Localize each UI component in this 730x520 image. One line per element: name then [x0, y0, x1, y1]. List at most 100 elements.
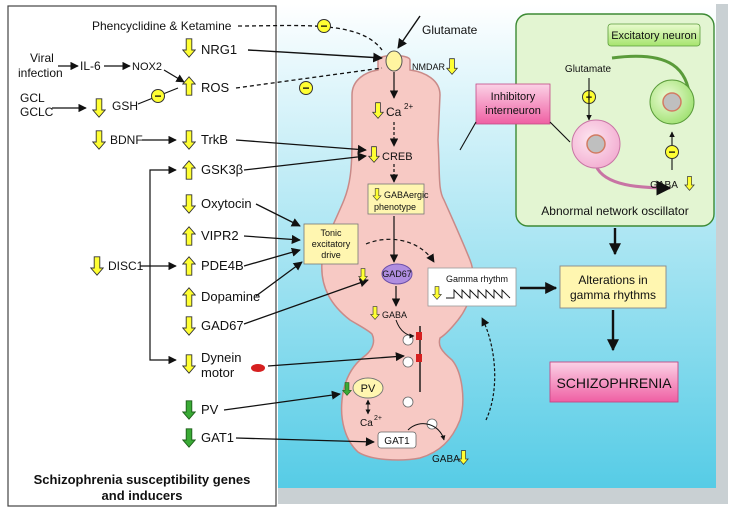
- tonic-drive-box: [303, 223, 359, 265]
- ca-label: Ca: [386, 105, 402, 119]
- inhibitory-label-2: interneuron: [485, 105, 541, 117]
- gene-ros: ROS: [201, 80, 230, 95]
- right-shadow: [716, 4, 728, 504]
- network-glutamate-label: Glutamate: [565, 64, 612, 75]
- arrow-gaba-reuptake: [407, 423, 446, 441]
- dynein-motor-icon: [251, 364, 265, 372]
- gene-gad67: GAD67: [201, 318, 244, 333]
- ca2-label: Ca: [360, 418, 373, 429]
- inhibitory-nucleus: [586, 134, 606, 154]
- gene-dopamine: Dopamine: [201, 289, 260, 304]
- viral-label-2: infection: [18, 66, 63, 80]
- il6-label: IL-6: [80, 59, 101, 73]
- gad67-enzyme-label: GAD67: [382, 269, 412, 279]
- arrow-gsk3b-creb: [243, 152, 367, 171]
- receptor-1: [416, 332, 422, 340]
- nmdar-receptor: [385, 50, 403, 72]
- arrow-gad67-neuron: [243, 278, 369, 325]
- inhibitory-interneuron-box: [475, 83, 551, 125]
- excitatory-neuron-label: Excitatory neuron: [611, 30, 697, 42]
- gcl-label: GCL: [20, 91, 45, 105]
- arrow-drive-gamma: [365, 238, 435, 263]
- gamma-waveform: [446, 288, 511, 300]
- pv-protein-label: PV: [361, 383, 376, 395]
- glutamate-label: Glutamate: [422, 23, 478, 37]
- schizophrenia-label: SCHIZOPHRENIA: [556, 375, 672, 391]
- ca2-superscript: 2+: [374, 415, 382, 422]
- gat1-transporter-label: GAT1: [384, 436, 410, 447]
- creb-label: CREB: [382, 151, 413, 163]
- tonic-label-3: drive: [321, 250, 341, 260]
- vesicle-2: [402, 356, 414, 368]
- gene-oxytocin: Oxytocin: [201, 196, 252, 211]
- arrow-gat1-transporter: [235, 437, 375, 447]
- pcp-inhibit-sign: −: [320, 19, 327, 33]
- axon-shaft: [380, 330, 410, 360]
- alterations-box: [559, 265, 667, 309]
- gaba-bottom-label: GABA: [432, 454, 460, 465]
- interneuron-pointer-2: [549, 121, 571, 143]
- gaba-minus-icon: [665, 145, 679, 159]
- tonic-label-2: excitatory: [312, 239, 351, 249]
- arrow-gaba-release: [395, 319, 415, 339]
- gamma-rhythm-box: [427, 267, 517, 307]
- viral-label-1: Viral: [30, 51, 54, 65]
- network-title: Abnormal network oscillator: [541, 204, 688, 218]
- gene-vipr2: VIPR2: [201, 228, 239, 243]
- arrow-trkb-creb: [235, 139, 367, 154]
- gene-nrg1: NRG1: [201, 42, 237, 57]
- vesicle-1: [402, 334, 414, 346]
- disc1-label: DISC1: [108, 259, 144, 273]
- gene-pv: PV: [201, 402, 219, 417]
- arrow-disc1-dynein: [149, 266, 177, 365]
- nmdar-label: NMDAR: [412, 62, 445, 72]
- excitatory-nucleus: [662, 92, 682, 112]
- gene-dynein-motor: motor: [201, 365, 235, 380]
- bdnf-label: BDNF: [110, 133, 143, 147]
- phenotype-label-2: phenotype: [374, 202, 416, 212]
- network-gaba-label: GABA: [650, 180, 678, 191]
- interneuron-pointer-1: [459, 121, 477, 151]
- arrow-nox2-ros: [163, 69, 185, 83]
- arrow-oxytocin-drive: [255, 203, 301, 227]
- vesicle-3: [402, 396, 414, 408]
- gclc-label: GCLC: [20, 105, 54, 119]
- inhibit-minus-sign: −: [154, 89, 161, 103]
- arrow-dopamine-drive: [255, 261, 303, 297]
- inhibit-minus-icon: [151, 89, 165, 103]
- ros-inhibit-sign: −: [302, 81, 309, 95]
- arrow-glutamate-nmdar: [397, 15, 421, 49]
- panel-title-line-2: and inducers: [102, 488, 183, 503]
- pv-protein: [352, 377, 384, 399]
- receptor-2: [416, 354, 422, 362]
- gad67-enzyme: [381, 263, 413, 285]
- panel-title-line-1: Schizophrenia susceptibility genes: [34, 472, 251, 487]
- gene-pde4b: PDE4B: [201, 258, 244, 273]
- gaba-minus-sign: −: [668, 145, 675, 159]
- arrow-disc1-gsk3b: [149, 165, 177, 266]
- gene-trkb: TrkB: [201, 132, 228, 147]
- arrow-pde4b-drive: [243, 247, 301, 267]
- arrow-vipr2-drive: [243, 234, 301, 244]
- tonic-label-1: Tonic: [320, 228, 342, 238]
- arrow-gaba-gamma: [481, 317, 496, 421]
- gamma-rhythm-label: Gamma rhythm: [446, 274, 508, 284]
- phenotype-label-1: GABAergic: [384, 190, 429, 200]
- nox2-label: NOX2: [132, 61, 162, 73]
- inhibitory-label-1: Inhibitory: [491, 91, 536, 103]
- pcp-label: Phencyclidine & Ketamine: [92, 19, 232, 33]
- arrow-pv-neuron: [223, 390, 341, 411]
- inhibit-ros-nmdar: [235, 67, 383, 89]
- gene-gat1: GAT1: [201, 430, 234, 445]
- gene-dynein: Dynein: [201, 350, 241, 365]
- arrow-dynein-synapse: [267, 352, 405, 367]
- gsh-label: GSH: [112, 99, 138, 113]
- arrow-nrg1-nmdar: [247, 49, 383, 63]
- gene-gsk3b: GSK3β: [201, 162, 243, 177]
- schizophrenia-box: [549, 361, 679, 403]
- genes-panel: [7, 5, 277, 507]
- inhibitory-axon: [594, 165, 672, 196]
- bottom-shadow: [278, 488, 728, 504]
- alterations-label-1: Alterations in: [578, 273, 647, 287]
